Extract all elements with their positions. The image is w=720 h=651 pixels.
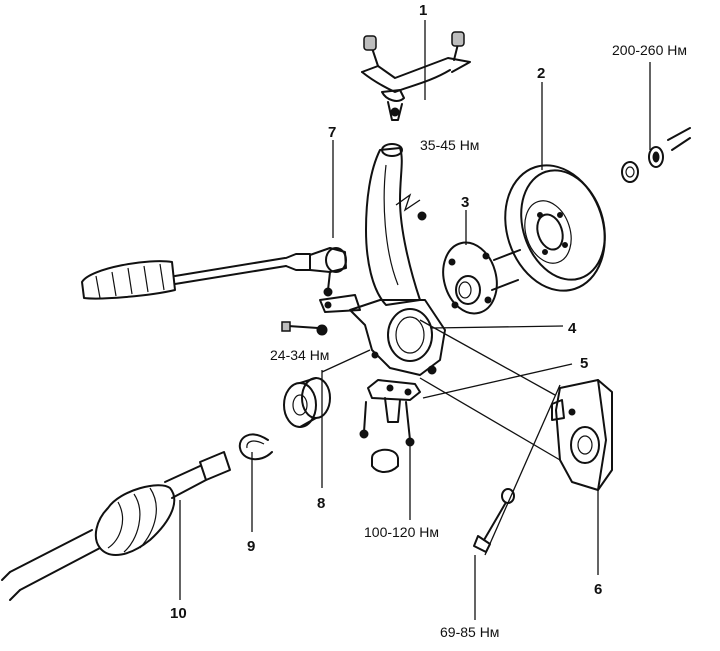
wheel-hub	[442, 241, 521, 315]
torque-ball-joint: 100-120 Нм	[364, 524, 439, 540]
tie-rod-bolt	[281, 321, 328, 336]
label-7: 7	[328, 124, 336, 141]
label-10: 10	[170, 605, 187, 622]
torque-hub-nut: 200-260 Нм	[612, 42, 687, 58]
label-9: 9	[247, 538, 255, 555]
tie-rod	[81, 247, 347, 300]
brake-caliper	[551, 379, 613, 491]
wheel-bearing	[283, 377, 331, 428]
circlip	[238, 433, 273, 461]
steering-knuckle	[319, 143, 446, 376]
torque-labels: 35-45 Нм 200-260 Нм 24-34 Нм 100-120 Нм …	[270, 42, 687, 640]
brake-disc	[504, 164, 606, 292]
caliper-bolt	[473, 488, 515, 553]
hub-nut	[621, 127, 691, 183]
label-2: 2	[537, 65, 545, 82]
upper-control-arm	[361, 31, 471, 121]
ball-joint	[359, 379, 421, 473]
label-5: 5	[580, 355, 588, 372]
torque-upper: 35-45 Нм	[420, 137, 479, 153]
label-1: 1	[419, 2, 427, 19]
label-6: 6	[594, 581, 602, 598]
torque-tie-rod: 24-34 Нм	[270, 347, 329, 363]
part-number-labels: 1 2 3 4 5 6 7 8 9 10	[170, 2, 602, 622]
leader-lines	[179, 20, 651, 620]
label-3: 3	[461, 194, 469, 211]
drive-shaft	[1, 451, 231, 601]
upper-nut	[417, 211, 427, 221]
torque-caliper: 69-85 Нм	[440, 624, 499, 640]
label-4: 4	[568, 320, 577, 337]
label-8: 8	[317, 495, 325, 512]
